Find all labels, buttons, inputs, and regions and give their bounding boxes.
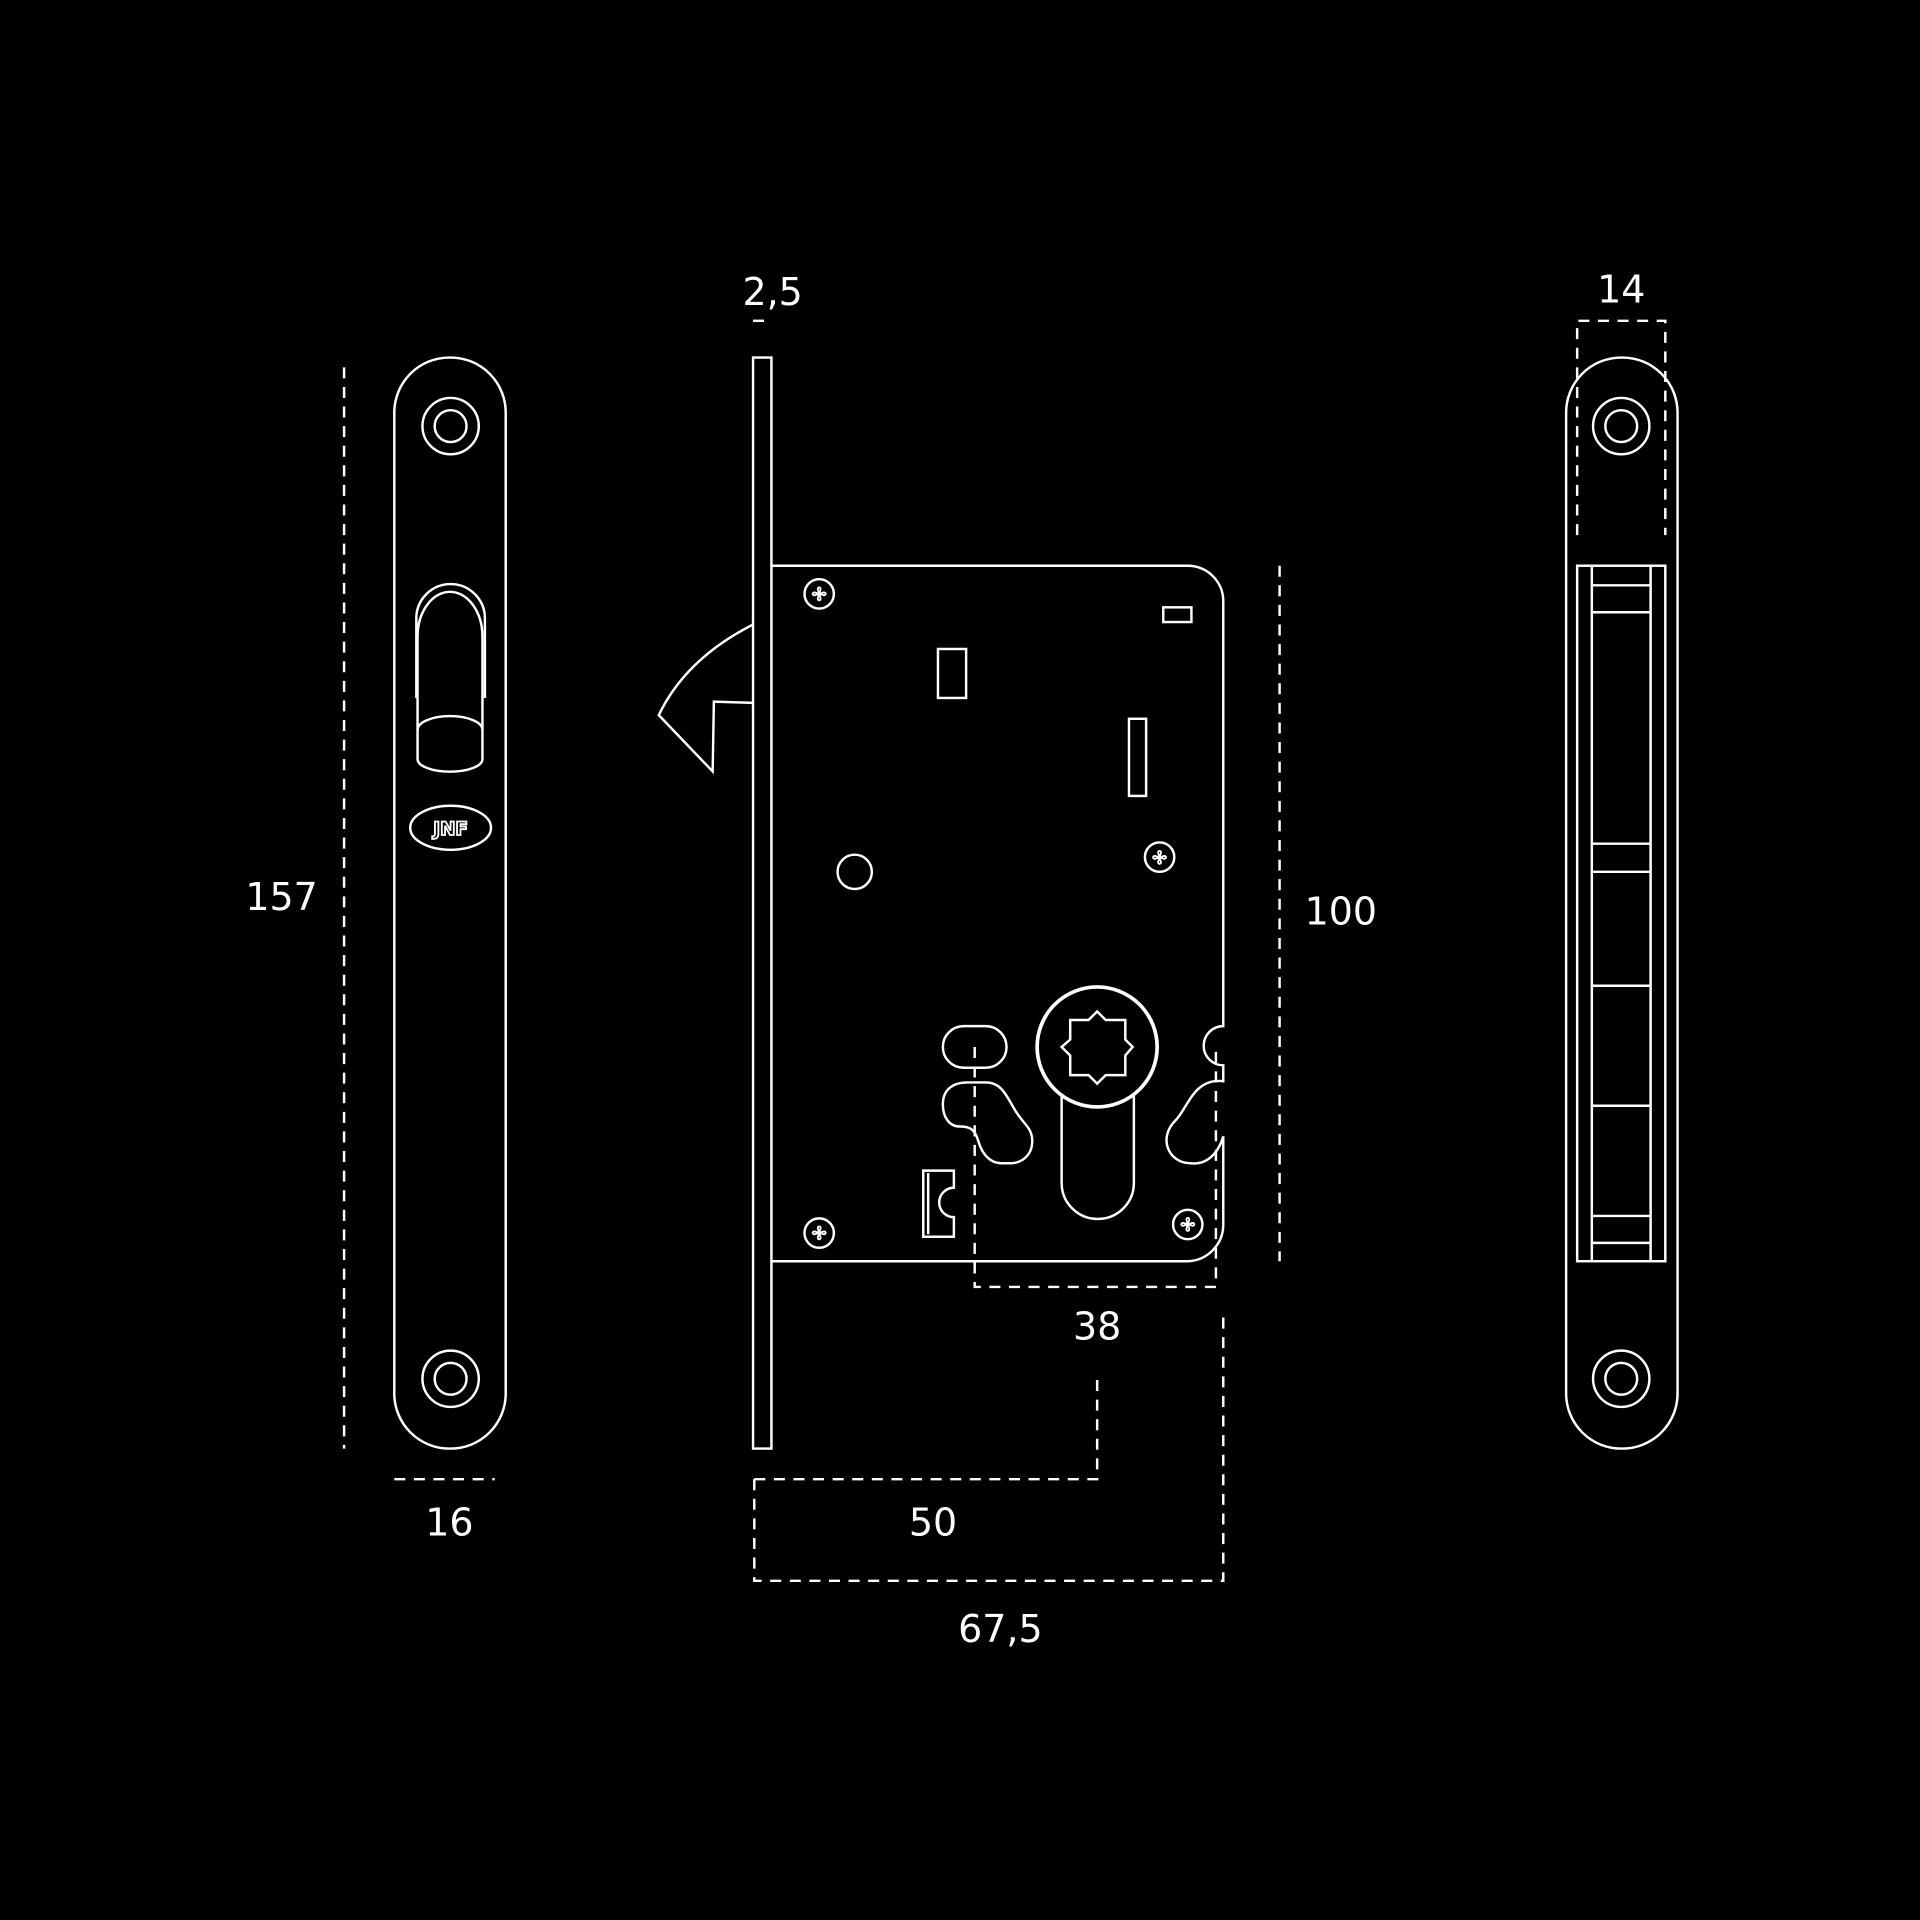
dimension-line bbox=[753, 1310, 1225, 1583]
dimension-label: 16 bbox=[425, 1501, 473, 1545]
svg-text:✢: ✢ bbox=[1152, 848, 1166, 868]
front-faceplate bbox=[393, 356, 507, 1450]
screw-icon: ✢ bbox=[1143, 841, 1176, 874]
slot bbox=[1127, 717, 1148, 798]
screw-icon: ✢ bbox=[803, 577, 836, 610]
svg-text:✢: ✢ bbox=[812, 1224, 826, 1244]
dimension-line bbox=[1575, 319, 1667, 536]
stadium-cutout bbox=[941, 1024, 1008, 1069]
edge-view: 14 bbox=[1564, 267, 1679, 1450]
dimension-label: 38 bbox=[1073, 1305, 1121, 1349]
lock-case bbox=[771, 564, 1225, 1263]
screw-hole-icon bbox=[421, 1349, 481, 1409]
side-faceplate bbox=[751, 356, 773, 1450]
dimension-label: 157 bbox=[245, 875, 317, 919]
dimension-line bbox=[754, 1377, 1099, 1481]
slot bbox=[1162, 606, 1193, 624]
dimension-label: 100 bbox=[1305, 889, 1377, 933]
hook-latch bbox=[657, 623, 754, 775]
small-bracket bbox=[922, 1169, 956, 1238]
hole bbox=[836, 853, 874, 891]
brand-logo: JNF bbox=[408, 804, 493, 852]
screw-hole-icon bbox=[1591, 396, 1651, 456]
cylinder-slot bbox=[1060, 1095, 1136, 1221]
case-edge bbox=[1575, 564, 1667, 1263]
kidney-cutout bbox=[941, 1081, 1034, 1165]
dimension-label: 2,5 bbox=[742, 270, 802, 314]
svg-text:✢: ✢ bbox=[812, 585, 826, 605]
screw-hole-icon bbox=[1591, 1349, 1651, 1409]
screw-icon: ✢ bbox=[803, 1217, 836, 1249]
screw-hole-icon bbox=[421, 396, 481, 456]
dimension-label: 14 bbox=[1597, 267, 1645, 311]
dimension-label: 50 bbox=[909, 1501, 957, 1545]
screw-icon: ✢ bbox=[1171, 1208, 1204, 1241]
logo-text: JNF bbox=[431, 819, 468, 840]
follower bbox=[1035, 985, 1159, 1109]
slot bbox=[936, 647, 968, 700]
svg-text:✢: ✢ bbox=[1181, 1216, 1195, 1236]
dimension-label: 67,5 bbox=[958, 1607, 1042, 1651]
side-lock-body-view: ✢ ✢ ✢ ✢ 2,5 100 38 50 67,5 bbox=[657, 270, 1377, 1651]
front-faceplate-view: JNF 157 16 bbox=[245, 356, 507, 1545]
edge-faceplate bbox=[1564, 356, 1679, 1450]
dimension-line bbox=[973, 1046, 1218, 1289]
latch-hook-opening bbox=[415, 582, 487, 773]
